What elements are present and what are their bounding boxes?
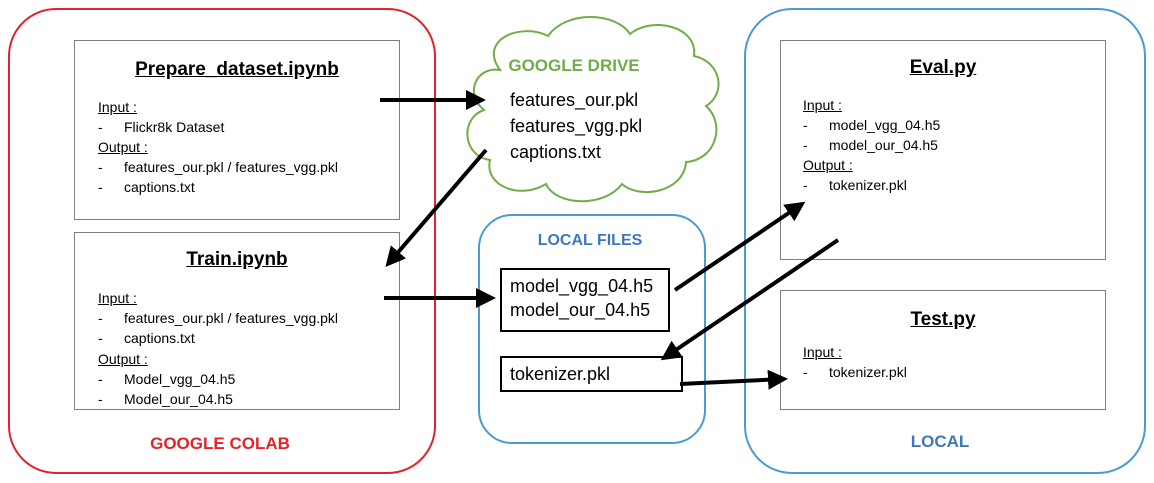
prepare-dataset-title: Prepare_dataset.ipynb	[135, 59, 339, 80]
arrow-models-to-eval	[673, 201, 806, 292]
prepare-output-item: -features_our.pkl / features_vgg.pkl	[98, 159, 339, 175]
drive-file-features-our: features_our.pkl	[510, 90, 639, 110]
test-box: Test.py Input : -tokenizer.pkl	[780, 290, 1106, 410]
model-file-vgg: model_vgg_04.h5	[510, 276, 654, 296]
arrow-drive-to-train	[385, 148, 488, 268]
prepare-input-label: Input :	[98, 99, 137, 115]
train-output-label: Output :	[98, 351, 148, 367]
local-label: LOCAL	[910, 432, 970, 451]
google-colab-label: GOOGLE COLAB	[150, 434, 290, 453]
eval-box: Eval.py Input : -model_vgg_04.h5 -model_…	[780, 40, 1106, 260]
train-input-item: -captions.txt	[98, 330, 195, 346]
eval-output-item: -tokenizer.pkl	[803, 177, 907, 193]
eval-input-label: Input :	[803, 97, 842, 113]
train-box: Train.ipynb Input : -features_our.pkl / …	[74, 232, 400, 410]
train-output-item: -Model_our_04.h5	[98, 391, 233, 407]
eval-title: Eval.py	[909, 57, 977, 78]
arrow-eval-to-tokenizer	[660, 238, 840, 361]
prepare-output-item: -captions.txt	[98, 179, 195, 195]
local-files-label: LOCAL FILES	[537, 232, 643, 249]
test-title: Test.py	[910, 309, 976, 330]
tokenizer-file: tokenizer.pkl	[510, 364, 611, 384]
model-file-our: model_our_04.h5	[510, 300, 651, 320]
prepare-output-label: Output :	[98, 139, 148, 155]
train-input-item: -features_our.pkl / features_vgg.pkl	[98, 310, 339, 326]
test-input-label: Input :	[803, 344, 842, 360]
arrow-tokenizer-to-test	[679, 369, 788, 390]
prepare-dataset-box: Prepare_dataset.ipynb Input : -Flickr8k …	[74, 40, 400, 220]
train-input-label: Input :	[98, 290, 137, 306]
test-input-item: -tokenizer.pkl	[803, 364, 907, 380]
tokenizer-file-box: tokenizer.pkl	[500, 356, 683, 392]
drive-file-captions: captions.txt	[510, 142, 602, 162]
drive-file-features-vgg: features_vgg.pkl	[510, 116, 643, 136]
google-drive-label: GOOGLE DRIVE	[508, 56, 640, 75]
train-output-item: -Model_vgg_04.h5	[98, 371, 236, 387]
eval-input-item: -model_vgg_04.h5	[803, 117, 941, 133]
model-files-box: model_vgg_04.h5 model_our_04.h5	[500, 268, 670, 332]
eval-input-item: -model_our_04.h5	[803, 137, 938, 153]
eval-output-label: Output :	[803, 157, 853, 173]
train-title: Train.ipynb	[186, 249, 288, 270]
prepare-input-item: -Flickr8k Dataset	[98, 119, 225, 135]
google-colab-zone	[8, 8, 436, 474]
